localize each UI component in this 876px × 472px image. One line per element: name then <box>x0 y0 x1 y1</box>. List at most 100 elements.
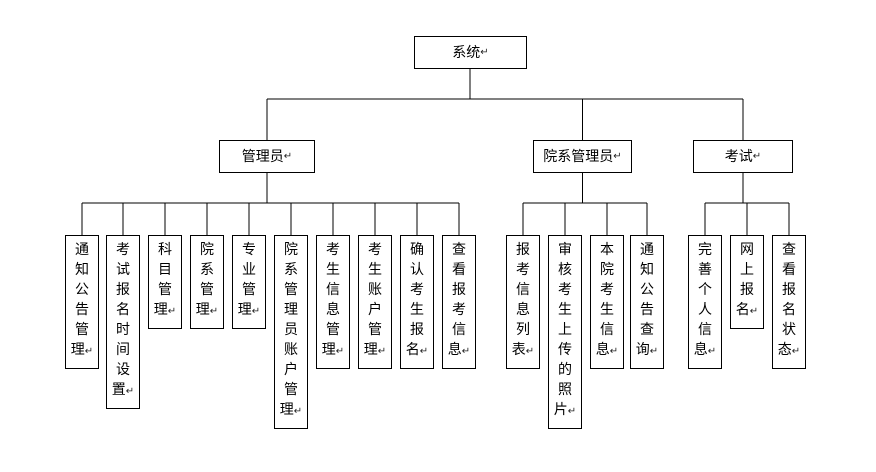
return-mark-icon: ↵ <box>125 386 135 397</box>
leaf-node-char: 系 <box>284 262 298 278</box>
leaf-node-char: 生 <box>368 262 382 278</box>
leaf-node: 院系管理员账户管理↵ <box>274 235 308 429</box>
leaf-node: 查看报名状态↵ <box>772 235 806 369</box>
root-node-label: 系统 <box>452 44 481 61</box>
leaf-node-char: 理 <box>284 302 298 318</box>
leaf-node-char: 信 <box>600 322 614 338</box>
leaf-node-char: 公 <box>640 282 654 298</box>
leaf-node: 考生信息管理↵ <box>316 235 350 369</box>
leaf-node-char: 考 <box>326 242 340 258</box>
leaf-node-char: 账 <box>368 282 382 298</box>
leaf-node-char: 网 <box>740 242 754 258</box>
leaf-node-char: 认 <box>410 262 424 278</box>
leaf-node-char: 目 <box>158 262 172 278</box>
return-mark-icon: ↵ <box>167 306 177 317</box>
return-mark-icon: ↵ <box>251 306 261 317</box>
leaf-node: 考生账户管理↵ <box>358 235 392 369</box>
return-mark-icon: ↵ <box>283 150 293 162</box>
leaf-node-char: 户 <box>368 302 382 318</box>
leaf-node-char: 公 <box>75 282 89 298</box>
leaf-node-char: 考 <box>516 262 530 278</box>
leaf-node-char: 报 <box>410 322 424 338</box>
leaf-node-char: 看 <box>452 262 466 278</box>
leaf-node-char: 息 <box>326 302 340 318</box>
leaf-node-char: 系 <box>200 262 214 278</box>
leaf-node: 审核考生上传的照片↵ <box>548 235 582 429</box>
leaf-node-char: 生 <box>410 302 424 318</box>
root-node-system: 系统↵ <box>414 36 527 69</box>
leaf-node: 本院考生信息↵ <box>590 235 624 369</box>
leaf-node-char: 置↵ <box>111 382 135 398</box>
leaf-node-char: 考 <box>452 302 466 318</box>
leaf-node-char: 报 <box>740 282 754 298</box>
leaf-node-char: 院 <box>200 242 214 258</box>
leaf-node: 确认考生报名↵ <box>400 235 434 369</box>
leaf-node-char: 的 <box>558 362 572 378</box>
leaf-node-char: 息↵ <box>595 342 619 358</box>
leaf-node-char: 看 <box>782 262 796 278</box>
return-mark-icon: ↵ <box>480 46 489 58</box>
leaf-node-char: 管 <box>368 322 382 338</box>
leaf-node-char: 考 <box>558 282 572 298</box>
leaf-node-char: 告 <box>75 302 89 318</box>
leaf-node-char: 考 <box>600 282 614 298</box>
leaf-node-char: 人 <box>698 302 712 318</box>
return-mark-icon: ↵ <box>649 346 659 357</box>
return-mark-icon: ↵ <box>335 346 345 357</box>
leaf-node-char: 确 <box>410 242 424 258</box>
leaf-node-char: 状 <box>782 322 796 338</box>
leaf-node-char: 生 <box>600 302 614 318</box>
return-mark-icon: ↵ <box>752 150 762 162</box>
leaf-node-char: 理↵ <box>237 302 261 318</box>
group-node-label: 考试 <box>724 148 753 165</box>
leaf-node-char: 业 <box>242 262 256 278</box>
leaf-node-char: 理↵ <box>195 302 219 318</box>
leaf-node-char: 理↵ <box>70 342 94 358</box>
leaf-node: 查看报考信息↵ <box>442 235 476 369</box>
leaf-node-char: 专 <box>242 242 256 258</box>
return-mark-icon: ↵ <box>293 406 303 417</box>
leaf-node: 考试报名时间设置↵ <box>106 235 140 409</box>
leaf-node-char: 设 <box>116 362 130 378</box>
leaf-node-char: 报 <box>116 282 130 298</box>
leaf-node-char: 信 <box>516 282 530 298</box>
leaf-node: 专业管理↵ <box>232 235 266 329</box>
return-mark-icon: ↵ <box>419 346 429 357</box>
leaf-node-char: 询↵ <box>635 342 659 358</box>
group-node-label: 管理员 <box>241 148 284 165</box>
leaf-node-char: 科 <box>158 242 172 258</box>
leaf-node-char: 善 <box>698 262 712 278</box>
return-mark-icon: ↵ <box>609 346 619 357</box>
leaf-node-char: 考 <box>368 242 382 258</box>
leaf-node-char: 息 <box>516 302 530 318</box>
leaf-node-char: 完 <box>698 242 712 258</box>
leaf-node-char: 列 <box>516 322 530 338</box>
leaf-node-char: 院 <box>600 262 614 278</box>
leaf-node-char: 管 <box>326 322 340 338</box>
leaf-node-char: 员 <box>284 322 298 338</box>
leaf-node-char: 账 <box>284 342 298 358</box>
leaf-node-char: 态↵ <box>777 342 801 358</box>
leaf-node-char: 片↵ <box>553 402 577 418</box>
return-mark-icon: ↵ <box>377 346 387 357</box>
leaf-node-char: 息↵ <box>693 342 717 358</box>
leaf-node-char: 本 <box>600 242 614 258</box>
leaf-node-char: 考 <box>410 282 424 298</box>
leaf-node-char: 户 <box>284 362 298 378</box>
leaf-node-char: 审 <box>558 242 572 258</box>
leaf-node-char: 名↵ <box>735 302 759 318</box>
leaf-node-char: 理↵ <box>279 402 303 418</box>
leaf-node: 科目管理↵ <box>148 235 182 329</box>
leaf-node-char: 查 <box>782 242 796 258</box>
leaf-node-char: 息↵ <box>447 342 471 358</box>
leaf-node-char: 信 <box>698 322 712 338</box>
leaf-node: 报考信息列表↵ <box>506 235 540 369</box>
leaf-node-char: 知 <box>640 262 654 278</box>
return-mark-icon: ↵ <box>84 346 94 357</box>
leaf-node: 院系管理↵ <box>190 235 224 329</box>
leaf-node-char: 传 <box>558 342 572 358</box>
leaf-node-char: 照 <box>558 382 572 398</box>
return-mark-icon: ↵ <box>525 346 535 357</box>
leaf-node: 通知公告管理↵ <box>65 235 99 369</box>
leaf-node-char: 管 <box>158 282 172 298</box>
